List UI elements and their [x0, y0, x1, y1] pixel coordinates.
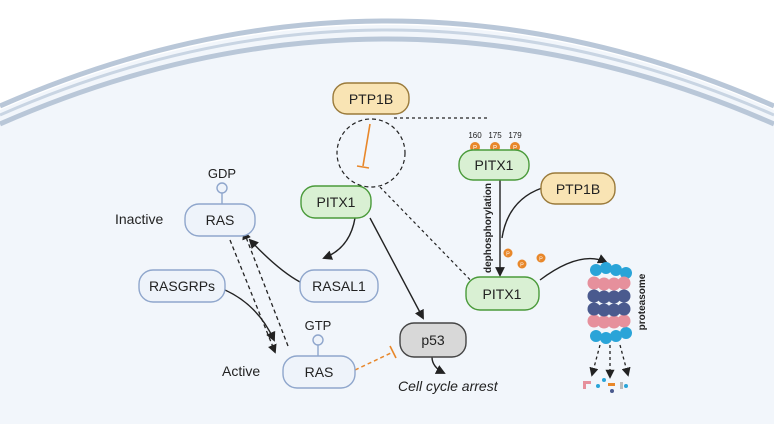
svg-text:P: P	[539, 256, 543, 262]
p53-node: p53 Cell cycle arrest	[398, 322, 499, 394]
inactive-label: Inactive	[115, 211, 163, 227]
pitx1-phosphorylated-label: PITX1	[475, 157, 514, 173]
pitx1-dephosphorylated-node: PITX1	[465, 276, 540, 311]
ptp1b-top-label: PTP1B	[349, 91, 393, 107]
pitx1-phosphorylated-node: 160 175 179 P P P PITX1	[458, 131, 530, 181]
gdp-cap-icon	[216, 182, 228, 194]
svg-text:P: P	[506, 251, 510, 257]
p53-label: p53	[421, 332, 445, 348]
ras-active-label: RAS	[305, 364, 334, 380]
svg-text:P: P	[520, 262, 524, 268]
gtp-cap-icon	[312, 334, 324, 346]
proteasome-label: proteasome	[637, 273, 648, 330]
phospho-site-179: 179	[508, 131, 522, 140]
ptp1b-top-node: PTP1B	[332, 82, 410, 115]
dephosphorylation-label: dephosphorylation	[483, 183, 494, 273]
ptp1b-right-node: PTP1B	[540, 172, 616, 205]
peptide-fragments	[583, 378, 628, 393]
phospho-icon	[503, 248, 513, 258]
svg-text:P: P	[493, 146, 497, 152]
arrows	[224, 180, 631, 379]
gdp-label: GDP	[208, 166, 236, 181]
ras-active-node: RAS GTP Active	[222, 318, 356, 389]
phospho-icon	[536, 253, 546, 263]
ptp1b-inhibition-mark	[356, 123, 371, 169]
rasal1-node: RASAL1	[299, 269, 379, 303]
zoom-indicator	[336, 117, 488, 293]
phospho-site-160: 160	[468, 131, 482, 140]
rasal1-label: RASAL1	[312, 278, 366, 294]
active-label: Active	[222, 363, 260, 379]
pitx1-dephosphorylated-label: PITX1	[483, 286, 522, 302]
ras-inactive-node: RAS GDP Inactive	[115, 166, 256, 237]
ptp1b-right-label: PTP1B	[556, 181, 600, 197]
gtp-label: GTP	[305, 318, 332, 333]
released-phosphates: P P P	[503, 248, 546, 269]
ras-inactive-label: RAS	[206, 212, 235, 228]
svg-text:P: P	[473, 146, 477, 152]
cell-membrane	[0, 18, 774, 424]
phospho-site-175: 175	[488, 131, 502, 140]
pitx1-center-node: PITX1	[300, 185, 372, 219]
proteasome-icon: proteasome	[587, 262, 648, 344]
svg-text:P: P	[513, 146, 517, 152]
pitx1-center-label: PITX1	[317, 194, 356, 210]
cell-cycle-arrest-label: Cell cycle arrest	[398, 378, 499, 394]
rasgrps-label: RASGRPs	[149, 278, 215, 294]
phospho-icon	[517, 259, 527, 269]
rasgrps-node: RASGRPs	[138, 269, 226, 303]
